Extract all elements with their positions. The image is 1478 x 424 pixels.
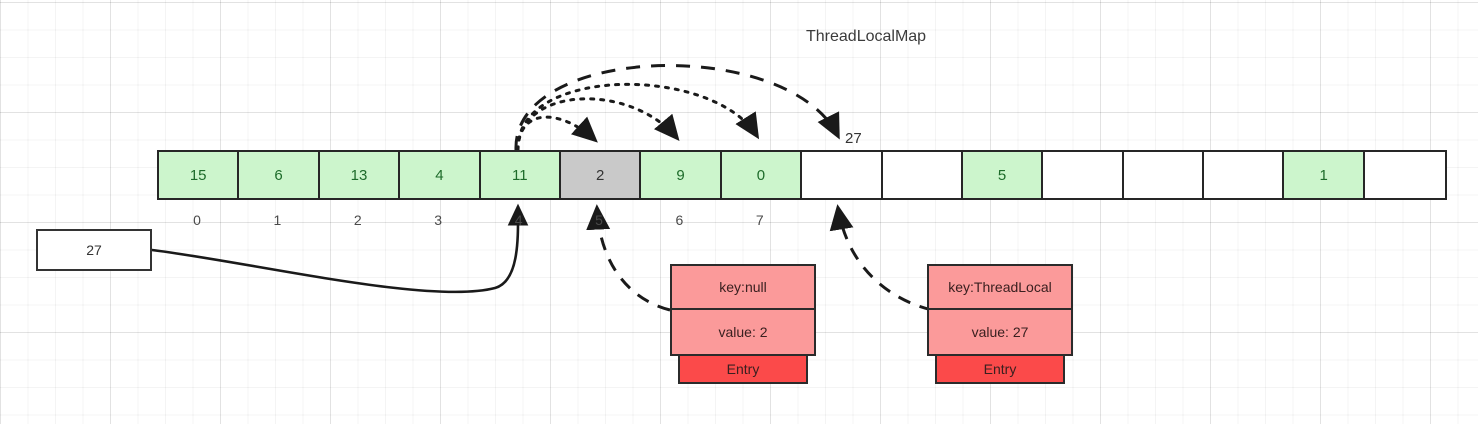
probe-arc-slot6 xyxy=(516,97,680,152)
table-slot-value: 13 xyxy=(350,166,368,184)
diagram-title: ThreadLocalMap xyxy=(806,28,927,45)
table-slot-15 xyxy=(1364,152,1446,198)
table-slot-0: 15 xyxy=(159,152,240,198)
hash-value-label: 27 xyxy=(845,130,862,147)
table-slot-value: 9 xyxy=(676,166,685,184)
table-slot-8 xyxy=(802,152,883,198)
probe-arc-slot8 xyxy=(514,64,840,151)
entry-active-type: Entry xyxy=(935,356,1065,384)
entry-active-key: key:ThreadLocal xyxy=(929,266,1071,310)
table-slot-12 xyxy=(1123,152,1205,198)
table-slot-6: 9 xyxy=(641,152,722,198)
table-slot-10: 5 xyxy=(962,152,1044,198)
table-index-1: 1 xyxy=(273,212,282,228)
table-slot-value: 6 xyxy=(274,166,283,184)
table-slot-4: 11 xyxy=(480,152,561,198)
table-slot-7: 0 xyxy=(721,152,803,198)
table-slot-11 xyxy=(1043,152,1124,198)
table-slot-value: 2 xyxy=(595,166,605,184)
table-slot-value: 0 xyxy=(756,166,766,184)
table-index-4: 4 xyxy=(514,212,523,228)
entry-active: key:ThreadLocal value: 27 Entry xyxy=(927,264,1073,384)
entry-active-kv: key:ThreadLocal value: 27 xyxy=(927,264,1073,356)
hash-key-value: 27 xyxy=(86,242,102,258)
entry-stale: key:null value: 2 Entry xyxy=(670,264,816,384)
table-slot-value: 11 xyxy=(511,166,528,184)
table-slot-5: 2 xyxy=(560,152,642,198)
table-slot-3: 4 xyxy=(400,152,481,198)
hash-key-box: 27 xyxy=(36,229,152,271)
table-slot-2: 13 xyxy=(319,152,401,198)
table-slot-value: 1 xyxy=(1319,166,1328,184)
entry-stale-type: Entry xyxy=(678,356,808,384)
table-slot-1: 6 xyxy=(239,152,320,198)
probe-arc-slot7 xyxy=(516,82,760,152)
threadlocalmap-table: 15 6 13 4 11 2 9 0 5 1 xyxy=(157,150,1448,200)
table-slot-value: 4 xyxy=(435,166,444,184)
table-index-2: 2 xyxy=(353,212,362,228)
entry-stale-key: key:null xyxy=(672,266,814,310)
entry-stale-value: value: 2 xyxy=(718,324,768,340)
entry-active-value: value: 27 xyxy=(971,324,1029,340)
table-slot-value: 5 xyxy=(997,166,1007,184)
table-slot-9 xyxy=(882,152,963,198)
entry-threadlocal-to-slot8-curve xyxy=(829,204,933,312)
table-slot-value: 15 xyxy=(189,166,207,184)
probe-arc-slot5 xyxy=(516,115,598,152)
table-index-0: 0 xyxy=(193,212,201,228)
table-slot-13 xyxy=(1204,152,1285,198)
table-slot-14: 1 xyxy=(1284,152,1365,198)
table-index-7: 7 xyxy=(755,212,764,228)
entry-stale-kv: key:null value: 2 xyxy=(670,264,816,356)
table-index-6: 6 xyxy=(675,212,684,228)
table-index-5: 5 xyxy=(595,212,603,228)
table-index-3: 3 xyxy=(434,212,443,228)
